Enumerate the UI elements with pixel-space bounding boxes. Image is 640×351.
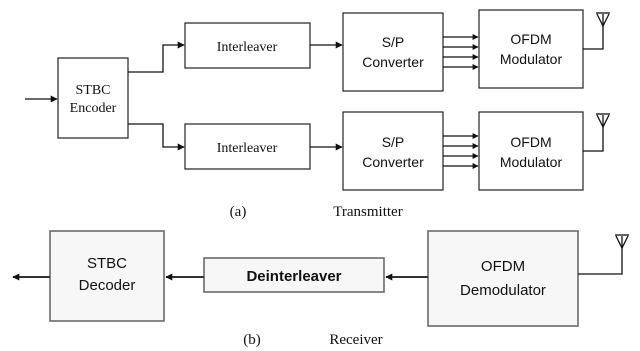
sp-converter-top-line1: S/P [382, 34, 405, 50]
ofdm-demodulator-line1: OFDM [481, 258, 525, 275]
interleaver-bottom-block: Interleaver [184, 123, 311, 170]
transmitter-caption-letter: (a) [230, 204, 247, 220]
ofdm-modulator-top-line2: Modulator [500, 51, 563, 67]
interleaver-bottom-label: Interleaver [217, 141, 278, 156]
deinterleaver-label: Deinterleaver [246, 268, 341, 285]
sp-converter-bottom-line1: S/P [382, 134, 405, 150]
stbc-encoder-block: STBC Encoder [57, 57, 129, 139]
stbc-encoder-line1: STBC [75, 83, 110, 98]
sp-converter-bottom-block: S/P Converter [342, 111, 444, 191]
transmitter-caption-title: Transmitter [333, 204, 402, 220]
receiver-caption-letter: (b) [243, 332, 261, 348]
antenna-icon [583, 113, 610, 152]
stbc-decoder-line1: STBC [87, 255, 127, 272]
stbc-encoder-line2: Encoder [70, 101, 117, 116]
parallel-arrows-top [443, 34, 479, 70]
sp-converter-top-line2: Converter [362, 54, 424, 70]
encoder-to-interleaver-bottom [128, 123, 185, 151]
parallel-arrows-bottom [443, 133, 479, 169]
encoder-to-interleaver-top [128, 41, 185, 73]
antenna-icon [578, 234, 629, 275]
transmitter-section: STBC Encoder Interleaver Interleaver S/P… [25, 9, 610, 220]
ofdm-demodulator-line2: Demodulator [460, 282, 546, 299]
interleaver-top-block: Interleaver [184, 22, 311, 69]
sp-converter-bottom-line2: Converter [362, 154, 424, 170]
ofdm-modulator-bottom-line1: OFDM [510, 134, 551, 150]
stbc-decoder-block: STBC Decoder [49, 230, 165, 322]
ofdm-modulator-bottom-block: OFDM Modulator [478, 111, 584, 191]
receiver-section: STBC Decoder Deinterleaver OFDM Demodula… [12, 230, 629, 348]
ofdm-modulator-bottom-line2: Modulator [500, 154, 563, 170]
interleaver-top-label: Interleaver [217, 40, 278, 55]
sp-converter-top-block: S/P Converter [342, 12, 444, 92]
receiver-caption-title: Receiver [329, 332, 382, 348]
ofdm-modulator-top-block: OFDM Modulator [478, 9, 584, 89]
ofdm-demodulator-block: OFDM Demodulator [427, 230, 579, 327]
stbc-decoder-line2: Decoder [79, 277, 136, 294]
antenna-icon [583, 12, 610, 50]
deinterleaver-block: Deinterleaver [203, 257, 385, 293]
ofdm-modulator-top-line1: OFDM [510, 31, 551, 47]
